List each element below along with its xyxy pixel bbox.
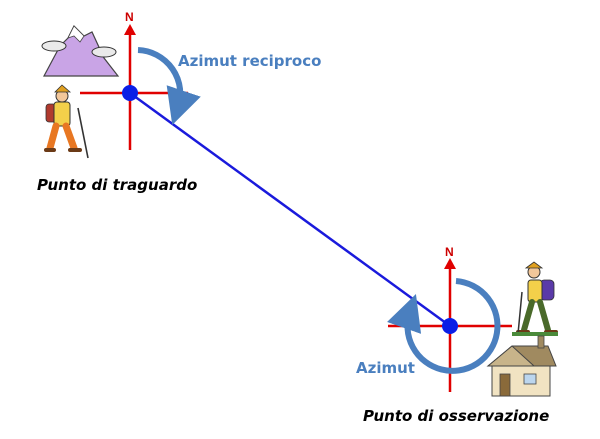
hiker-with-backpack-icon	[512, 261, 558, 336]
house-icon	[486, 335, 557, 397]
reciprocal-azimuth-arrow	[137, 47, 201, 126]
reciprocal-azimuth-label: Azimut reciproco	[178, 52, 321, 70]
observation-point-dot	[442, 318, 458, 334]
observation-point-label: Punto di osservazione	[363, 407, 549, 425]
target-point-label: Punto di traguardo	[37, 176, 197, 194]
hiker-icon	[44, 84, 89, 159]
sight-line	[129, 91, 451, 328]
azimuth-label: Azimut	[356, 359, 415, 377]
north-label-top: N	[125, 10, 134, 24]
mountain-icon	[41, 24, 120, 77]
north-label-bottom: N	[445, 245, 454, 259]
azimuth-arrow	[387, 278, 501, 374]
target-point-dot	[122, 85, 138, 101]
